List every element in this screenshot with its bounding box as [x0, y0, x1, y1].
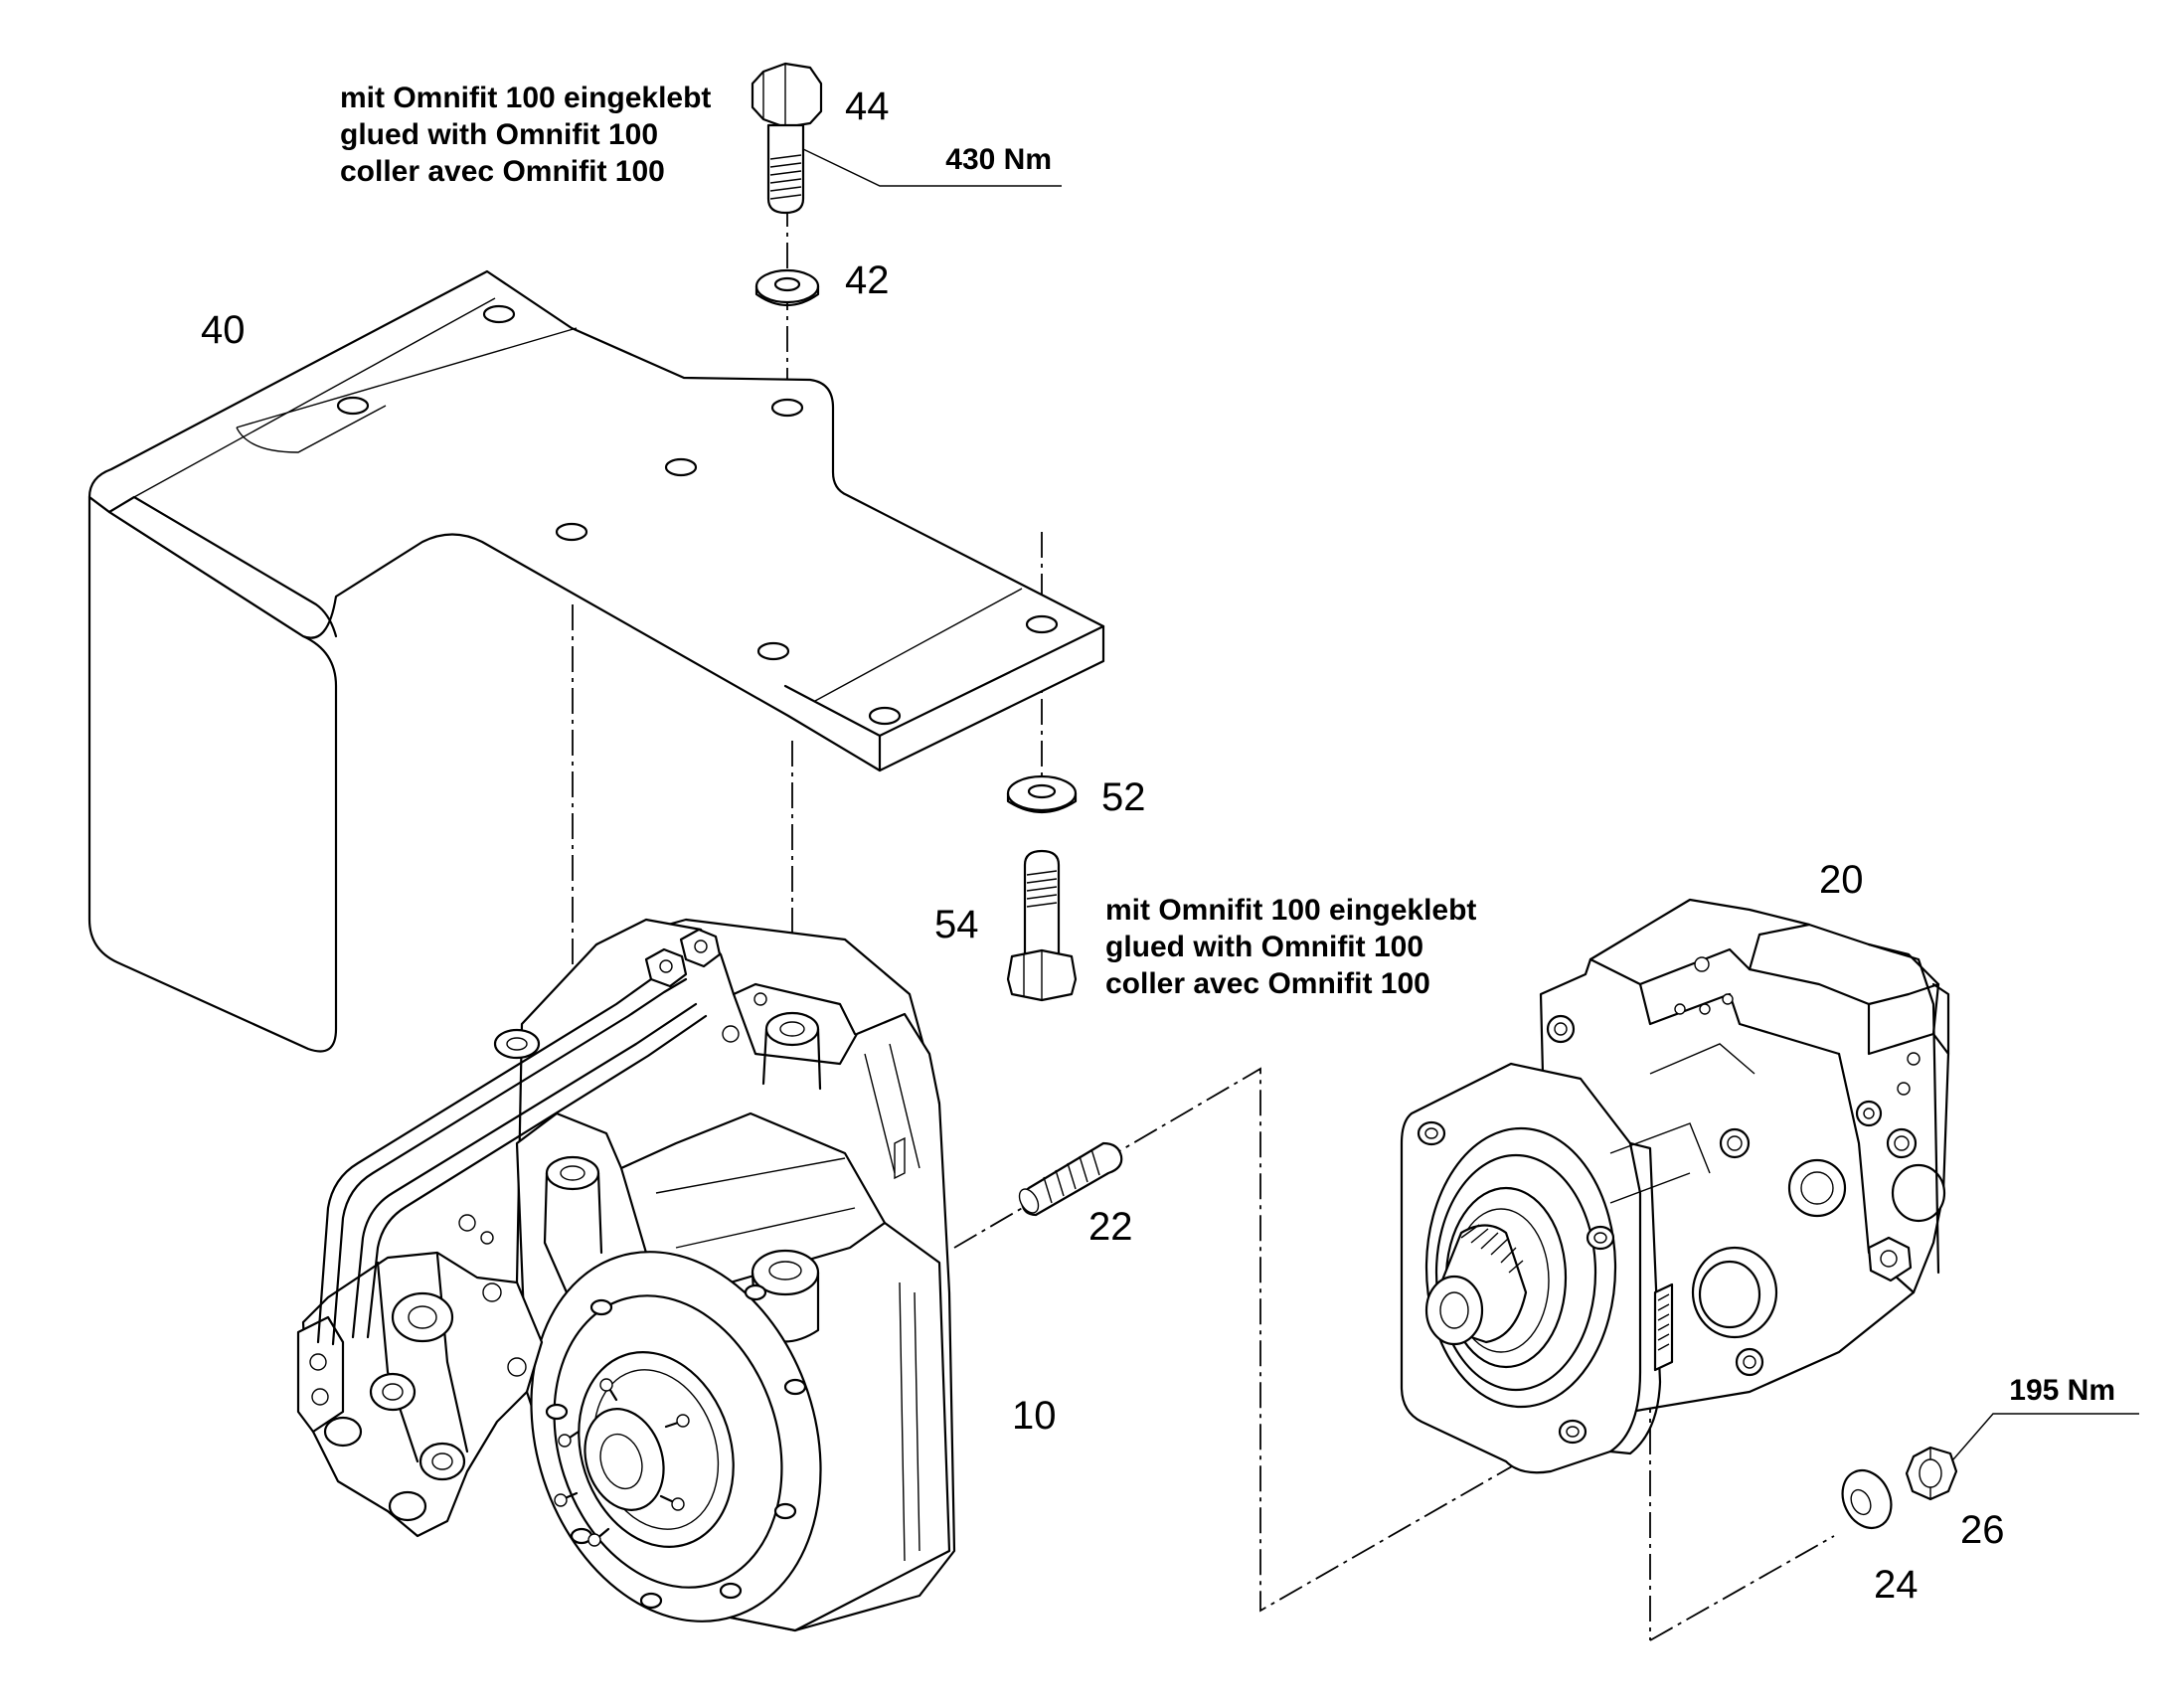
bolt-part-44	[751, 62, 823, 215]
callout-42: 42	[845, 258, 890, 302]
note-mid-de: mit Omnifit 100 eingeklebt	[1105, 894, 1476, 927]
note-top: mit Omnifit 100 eingeklebt glued with Om…	[340, 82, 711, 188]
pin-part-22	[1018, 1141, 1123, 1217]
callout-26: 26	[1960, 1508, 2005, 1552]
note-top-fr: coller avec Omnifit 100	[340, 155, 665, 188]
callout-20: 20	[1819, 858, 1864, 902]
nut-part-26	[1905, 1446, 1958, 1501]
note-top-de: mit Omnifit 100 eingeklebt	[340, 82, 711, 114]
bolt-part-54	[1006, 849, 1078, 1002]
torque-430nm: 430 Nm	[945, 143, 1052, 176]
callout-52: 52	[1101, 775, 1146, 819]
callout-44: 44	[845, 85, 890, 128]
callout-10: 10	[1012, 1394, 1057, 1438]
note-mid-fr: coller avec Omnifit 100	[1105, 967, 1430, 1000]
pump-assembly-part-10	[296, 918, 956, 1632]
washer-part-24	[1841, 1469, 1893, 1529]
torque-labels: 430 Nm 195 Nm	[945, 143, 2115, 1407]
callout-24: 24	[1874, 1563, 1919, 1607]
washer-part-52	[1006, 774, 1078, 813]
callout-22: 22	[1088, 1205, 1133, 1249]
note-mid-en: glued with Omnifit 100	[1105, 931, 1423, 963]
note-mid: mit Omnifit 100 eingeklebt glued with Om…	[1105, 894, 1476, 1000]
leader-lines	[802, 148, 2139, 1460]
callout-numbers: 44 42 40 52 54 20 22 10 26 24	[201, 85, 2005, 1607]
callout-40: 40	[201, 308, 246, 352]
note-top-en: glued with Omnifit 100	[340, 118, 658, 151]
torque-195nm: 195 Nm	[2009, 1374, 2115, 1407]
washer-part-42	[754, 268, 820, 306]
motor-part-20	[1400, 898, 1950, 1474]
bracket-part-40	[87, 269, 1105, 1053]
callout-54: 54	[934, 903, 979, 946]
